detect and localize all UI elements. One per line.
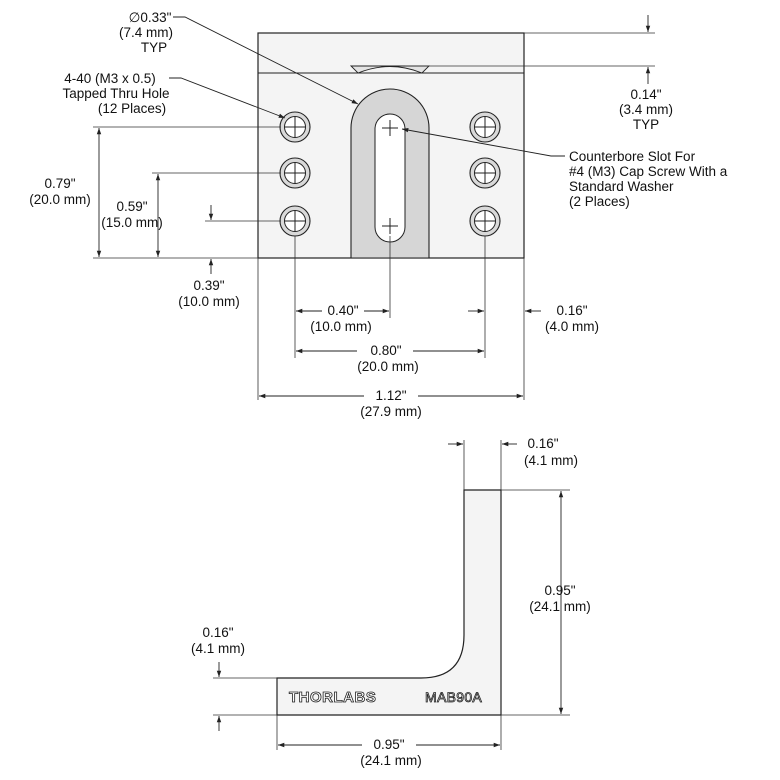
svg-text:(15.0 mm): (15.0 mm) <box>101 215 163 230</box>
svg-text:(24.1 mm): (24.1 mm) <box>529 599 591 614</box>
dim-text-0-40: 0.40" (10.0 mm) <box>310 303 372 334</box>
callout-tapped-hole: 4-40 (M3 x 0.5) Tapped Thru Hole (12 Pla… <box>62 71 169 116</box>
dim-text-0-79: 0.79" (20.0 mm) <box>29 176 91 207</box>
svg-text:0.16": 0.16" <box>202 625 233 640</box>
callout-counterbore-line1: Counterbore Slot For <box>569 149 696 164</box>
svg-text:0.95": 0.95" <box>373 737 404 752</box>
callout-hole-dia-line3: TYP <box>141 40 167 55</box>
front-view: ∅0.33" (7.4 mm) TYP 4-40 (M3 x 0.5) Tapp… <box>29 10 728 419</box>
leader-counterbore <box>401 127 565 157</box>
leader-hole-dia <box>173 16 359 105</box>
dim-text-0-39: 0.39" (10.0 mm) <box>178 278 240 309</box>
tapped-hole-right-mid <box>469 157 501 189</box>
callout-hole-dia-line1: ∅0.33" <box>129 10 172 25</box>
svg-text:(10.0 mm): (10.0 mm) <box>310 319 372 334</box>
engraved-model: MAB90A <box>425 689 482 705</box>
dim-text-0-59: 0.59" (15.0 mm) <box>101 199 163 230</box>
callout-step-depth: 0.14" (3.4 mm) TYP <box>619 87 673 132</box>
svg-text:(24.1 mm): (24.1 mm) <box>360 753 422 768</box>
svg-text:0.39": 0.39" <box>193 278 224 293</box>
tapped-hole-right-bottom <box>469 205 501 237</box>
svg-text:0.59": 0.59" <box>116 199 147 214</box>
svg-text:(4.1 mm): (4.1 mm) <box>524 453 578 468</box>
svg-text:0.40": 0.40" <box>327 303 358 318</box>
callout-counterbore-line4: (2 Places) <box>569 194 630 209</box>
slot-center-marks <box>382 120 398 234</box>
engraved-logo: THORLABS <box>289 689 376 706</box>
tapped-hole-left-mid <box>279 157 311 189</box>
callout-step-line2: (3.4 mm) <box>619 102 673 117</box>
svg-text:(27.9 mm): (27.9 mm) <box>360 404 422 419</box>
dim-text-0-16-front: 0.16" (4.0 mm) <box>545 303 599 334</box>
svg-text:(4.1 mm): (4.1 mm) <box>191 641 245 656</box>
dim-text-side-thickness: 0.16" (4.1 mm) <box>524 436 578 468</box>
svg-text:1.12": 1.12" <box>375 388 406 403</box>
dim-text-0-80: 0.80" (20.0 mm) <box>357 343 419 374</box>
svg-text:(4.0 mm): (4.0 mm) <box>545 319 599 334</box>
tapped-hole-left-top <box>279 111 311 143</box>
svg-text:0.16": 0.16" <box>527 436 558 451</box>
dim-text-side-base-length: 0.95" (24.1 mm) <box>360 737 422 768</box>
dim-text-side-base-thickness: 0.16" (4.1 mm) <box>191 625 245 656</box>
callout-tapped-line2: Tapped Thru Hole <box>62 86 169 101</box>
side-extension-lines <box>213 440 570 750</box>
dim-text-side-height: 0.95" (24.1 mm) <box>529 583 591 614</box>
callout-counterbore-line2: #4 (M3) Cap Screw With a <box>569 164 728 179</box>
svg-text:(20.0 mm): (20.0 mm) <box>29 192 91 207</box>
svg-text:0.16": 0.16" <box>556 303 587 318</box>
tapped-hole-right-top <box>469 111 501 143</box>
callout-tapped-line1: 4-40 (M3 x 0.5) <box>64 71 156 86</box>
side-view-profile <box>276 489 502 716</box>
tapped-hole-left-bottom <box>279 205 311 237</box>
callout-counterbore-line3: Standard Washer <box>569 179 674 194</box>
callout-step-line1: 0.14" <box>630 87 661 102</box>
front-extension-lines <box>93 32 655 400</box>
callout-step-line3: TYP <box>633 117 659 132</box>
step-notch <box>349 65 431 74</box>
svg-text:0.95": 0.95" <box>544 583 575 598</box>
callout-hole-dia: ∅0.33" (7.4 mm) TYP <box>119 10 173 55</box>
svg-text:0.79": 0.79" <box>44 176 75 191</box>
callout-counterbore: Counterbore Slot For #4 (M3) Cap Screw W… <box>569 149 728 209</box>
callout-hole-dia-line2: (7.4 mm) <box>119 25 173 40</box>
leader-tapped-hole <box>169 77 286 119</box>
side-view: THORLABS MAB90A 0.16" (4.1 mm) 0.95" ( <box>191 436 591 768</box>
dim-text-1-12: 1.12" (27.9 mm) <box>360 388 422 419</box>
svg-text:(10.0 mm): (10.0 mm) <box>178 294 240 309</box>
svg-text:0.80": 0.80" <box>370 343 401 358</box>
callout-tapped-line3: (12 Places) <box>98 101 166 116</box>
svg-text:(20.0 mm): (20.0 mm) <box>357 359 419 374</box>
